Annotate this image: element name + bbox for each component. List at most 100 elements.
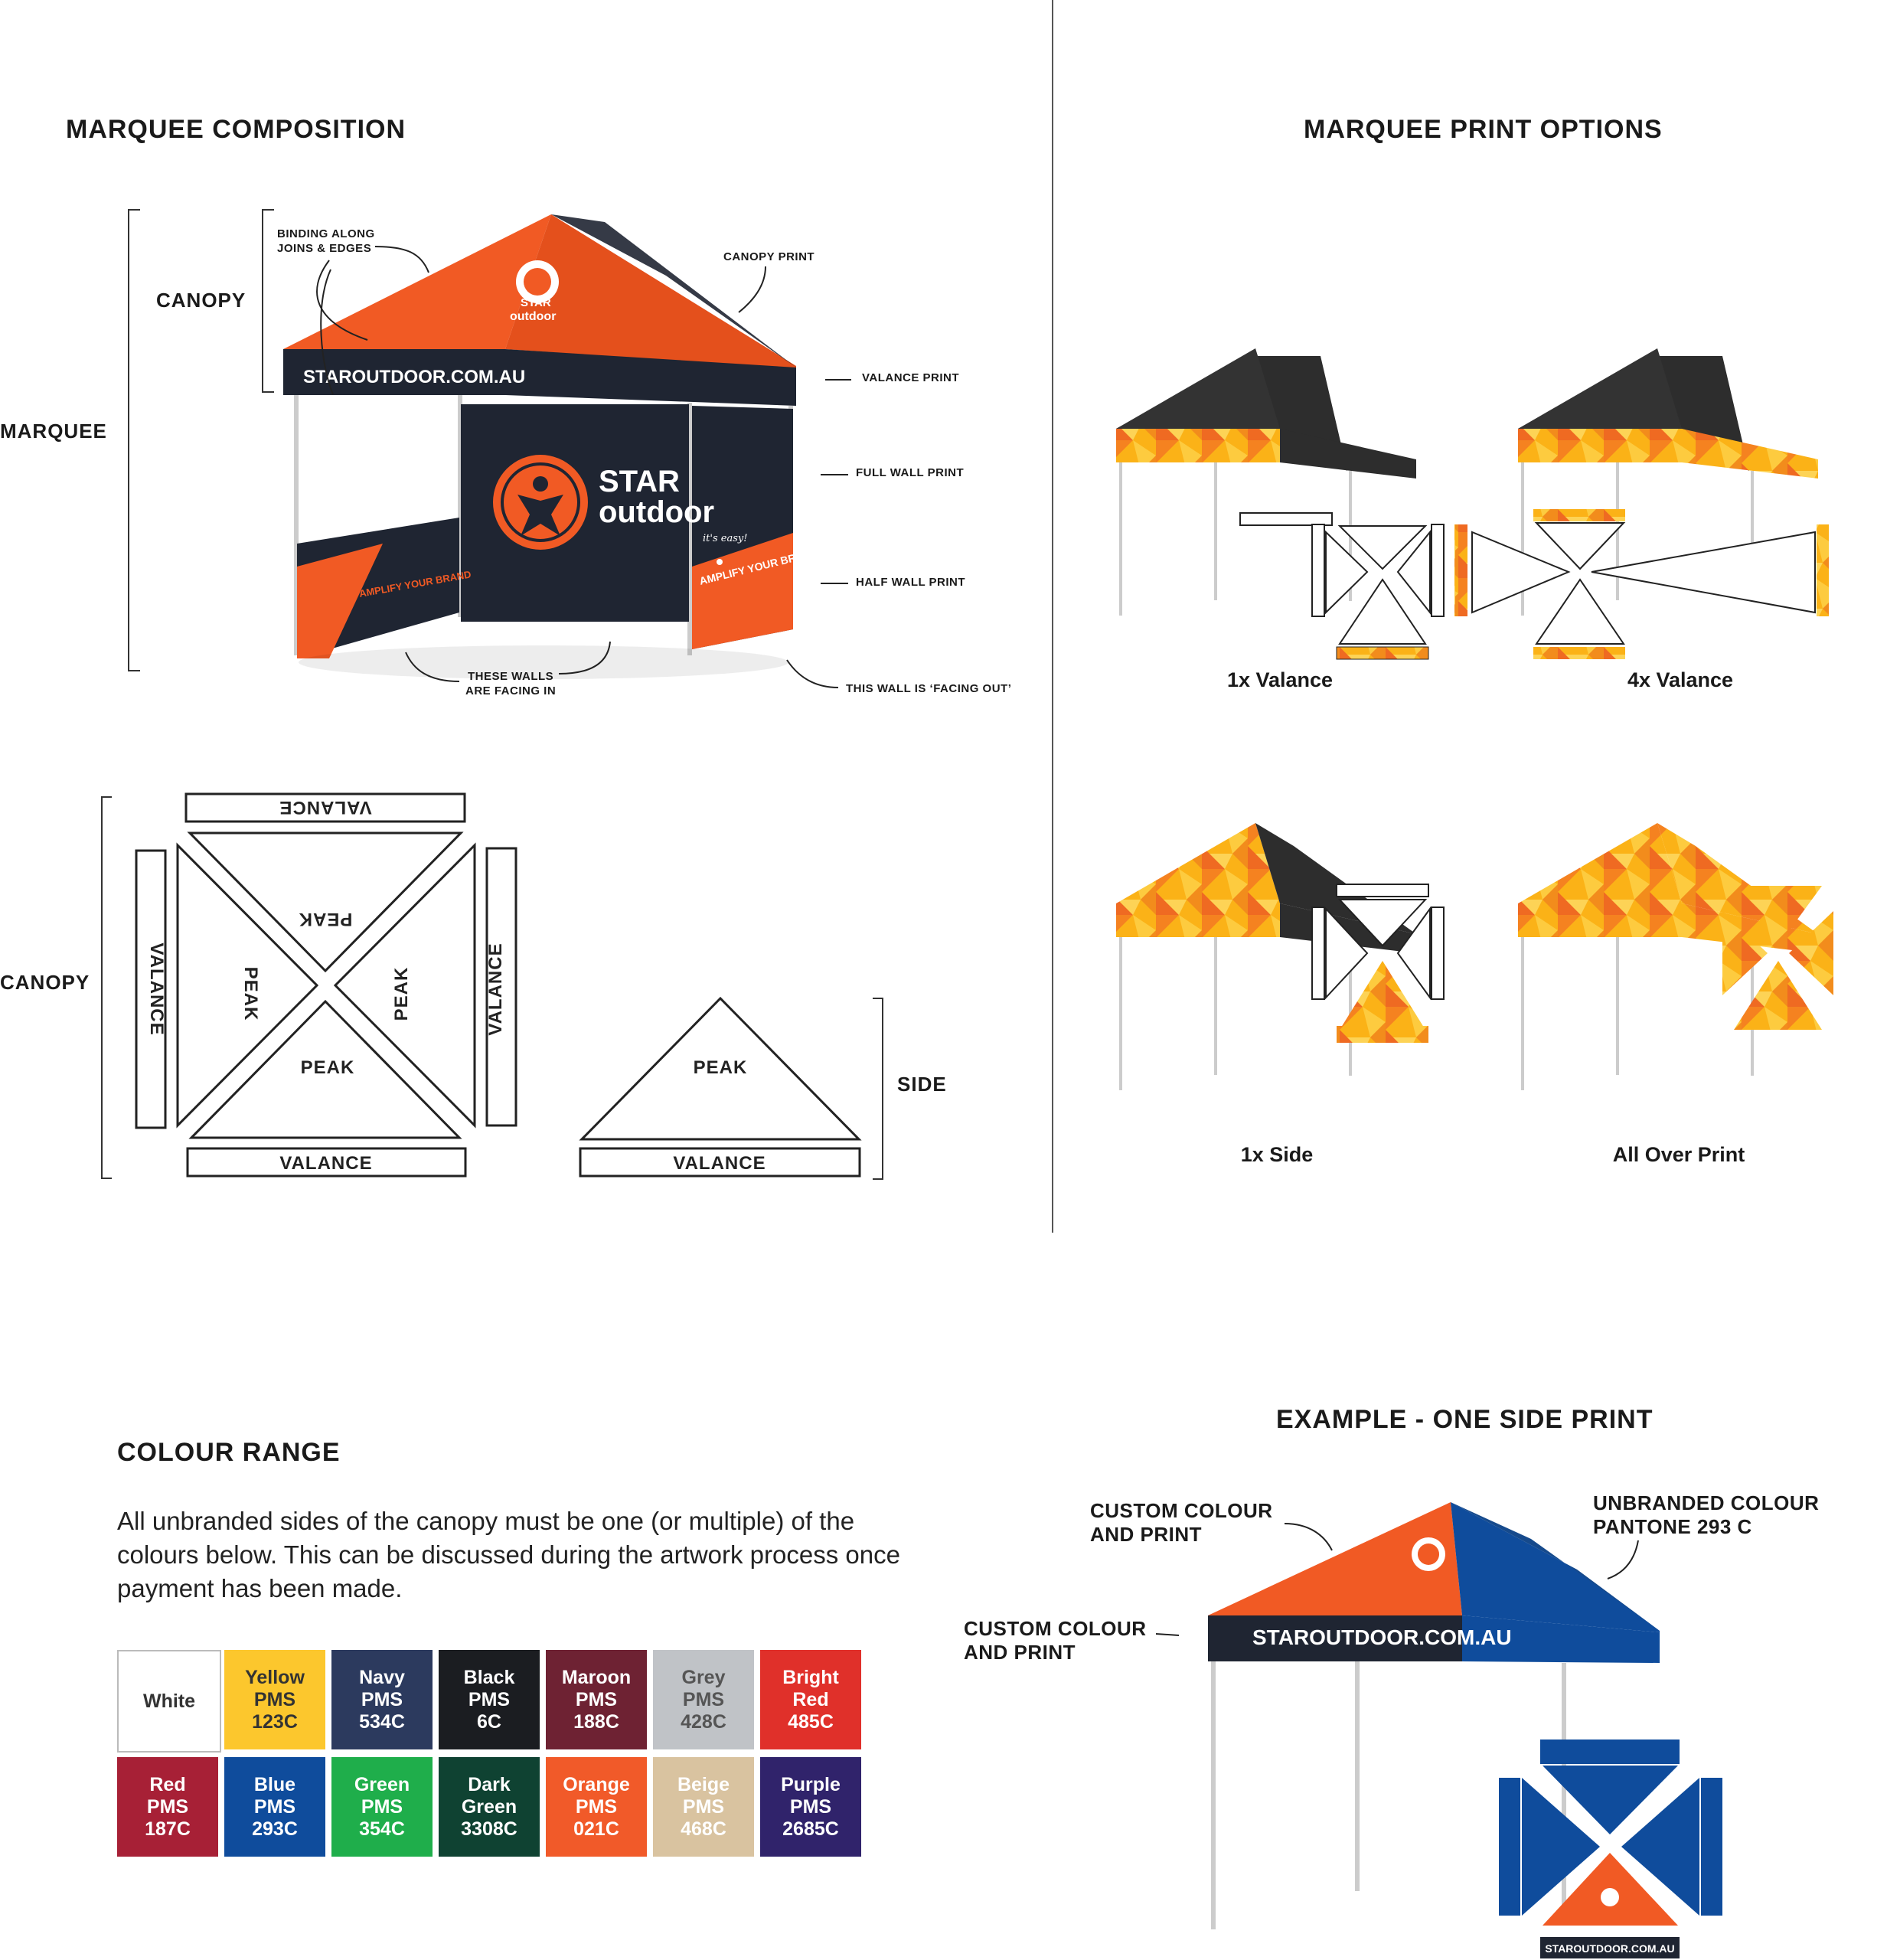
peak-top-text: PEAK [299, 909, 353, 929]
callout-valance-print: VALANCE PRINT [862, 371, 960, 384]
marquee-bracket [128, 209, 140, 671]
diagram-side-bracket [873, 998, 883, 1180]
arrow-canopy-print [738, 266, 766, 313]
valance-right-text: VALANCE [485, 942, 506, 1035]
valance-left-text: VALANCE [146, 942, 167, 1035]
arrow-binding-a [374, 246, 429, 273]
colour-swatch: Navy PMS 534C [331, 1650, 433, 1749]
example-unbranded-line1: UNBRANDED COLOUR [1593, 1491, 1820, 1514]
arrow-unbranded [1607, 1540, 1639, 1579]
option-4x-valance [1454, 348, 1829, 659]
flat-valance-top [1540, 1740, 1680, 1764]
peak-top [187, 831, 464, 973]
print-options-illustrations [1116, 348, 1833, 1090]
option-caption-4: All Over Print [1612, 1143, 1745, 1166]
callout-walls-in-line2: ARE FACING IN [465, 684, 557, 697]
option-1x-side [1116, 823, 1445, 1090]
valance-top-text: VALANCE [279, 797, 371, 818]
callout-wall-out: THIS WALL IS ‘FACING OUT’ [846, 682, 1012, 695]
arrow-wall-out [786, 659, 839, 688]
colour-swatch: White [117, 1650, 221, 1753]
peak-bottom-text: PEAK [301, 1057, 355, 1078]
peak-right [333, 842, 476, 1129]
canopy-bracket [262, 209, 274, 393]
canopy-label: CANOPY [156, 289, 246, 312]
option-caption-1: 1x Valance [1226, 668, 1334, 691]
colour-swatch: Maroon PMS 188C [546, 1650, 647, 1749]
column-divider [1052, 0, 1053, 1233]
marquee-label: MARQUEE [0, 420, 107, 443]
tent-tagline: it's easy! [703, 533, 747, 544]
arrow-custom-left [1155, 1633, 1180, 1636]
callout-walls-in-line1: THESE WALLS [468, 670, 554, 683]
colour-swatch: Red PMS 187C [117, 1757, 218, 1857]
peak-left [176, 842, 319, 1129]
side-peak [579, 996, 862, 1141]
arrow-custom-top [1284, 1523, 1333, 1551]
colour-swatch: Yellow PMS 123C [224, 1650, 325, 1749]
diagram-canopy-label: CANOPY [0, 971, 90, 994]
marquee-illustration: STAROUTDOOR.COM.AU STAR outdoor it's eas… [283, 214, 820, 679]
colour-range-title: COLOUR RANGE [117, 1438, 341, 1467]
canopy-brand-outdoor: outdoor [510, 310, 556, 323]
example-custom-left-line1: CUSTOM COLOUR [964, 1617, 1147, 1640]
flat-valance-front [1540, 1937, 1680, 1958]
colour-swatch: Black PMS 6C [439, 1650, 540, 1749]
callout-half-wall: HALF WALL PRINT [856, 576, 966, 589]
valance-left-panel [135, 849, 167, 1129]
callout-canopy-print: CANOPY PRINT [723, 250, 815, 263]
callout-binding-line1: BINDING ALONG [277, 227, 375, 240]
example-custom-top-line2: AND PRINT [1090, 1523, 1203, 1546]
option-1x-valance [1116, 348, 1445, 660]
colour-swatch: Orange PMS 021C [546, 1757, 647, 1857]
diagram-side-label: SIDE [897, 1073, 947, 1096]
example-custom-left-line2: AND PRINT [964, 1641, 1076, 1664]
colour-swatch: Grey PMS 428C [653, 1650, 754, 1749]
callout-arrows [316, 246, 851, 688]
example-unbranded-line2: PANTONE 293 C [1593, 1515, 1752, 1538]
colour-swatch: Dark Green 3308C [439, 1757, 540, 1857]
example-canopy-front [1208, 1502, 1462, 1615]
side-valance-text: VALANCE [673, 1153, 766, 1174]
print-options-title: MARQUEE PRINT OPTIONS [1304, 115, 1663, 144]
diagram-canopy-bracket [101, 796, 112, 1179]
example-valance-side [1462, 1615, 1660, 1663]
composition-title: MARQUEE COMPOSITION [66, 115, 406, 144]
colour-range-paragraph: All unbranded sides of the canopy must b… [117, 1507, 900, 1602]
colour-swatch: Beige PMS 468C [653, 1757, 754, 1857]
callout-binding-line2: JOINS & EDGES [277, 242, 372, 255]
example-url-text: STAROUTDOOR.COM.AU [1252, 1625, 1512, 1649]
canopy-brand-star: STAR [521, 296, 551, 309]
example-illustration: STAROUTDOOR.COM.AU STAROUTDOOR.COM.AU [1155, 1502, 1722, 1958]
arrow-binding-c [320, 269, 334, 395]
option-caption-3: 1x Side [1240, 1143, 1314, 1166]
valance-top-panel [184, 792, 466, 823]
canopy-flat-diagram: VALANCE VALANCE VALANCE VALANCE PEAK PEA… [135, 792, 862, 1178]
colour-swatch: Purple PMS 2685C [760, 1757, 861, 1857]
tent-brand-star: STAR [599, 465, 680, 498]
colour-swatch: Green PMS 354C [331, 1757, 433, 1857]
colour-swatch: Bright Red 485C [760, 1650, 861, 1749]
callout-full-wall: FULL WALL PRINT [856, 466, 965, 479]
example-valance-front [1208, 1615, 1462, 1661]
example-custom-top-line1: CUSTOM COLOUR [1090, 1499, 1273, 1522]
flat-url-text: STAROUTDOOR.COM.AU [1545, 1942, 1674, 1955]
peak-bottom [188, 999, 462, 1139]
example-canopy-side [1451, 1502, 1660, 1632]
arrow-walls-in-b [558, 641, 611, 675]
valance-right-panel [485, 847, 517, 1127]
tent-url-text: STAROUTDOOR.COM.AU [303, 367, 525, 387]
valance-bottom-panel [186, 1147, 467, 1178]
side-valance [579, 1147, 861, 1178]
tent-brand-outdoor: outdoor [599, 495, 714, 529]
valance-bottom-text: VALANCE [279, 1153, 372, 1174]
colour-swatch: Blue PMS 293C [224, 1757, 325, 1857]
example-title: EXAMPLE - ONE SIDE PRINT [1276, 1405, 1654, 1434]
arrow-walls-in-a [405, 652, 460, 682]
option-caption-2: 4x Valance [1627, 668, 1734, 691]
